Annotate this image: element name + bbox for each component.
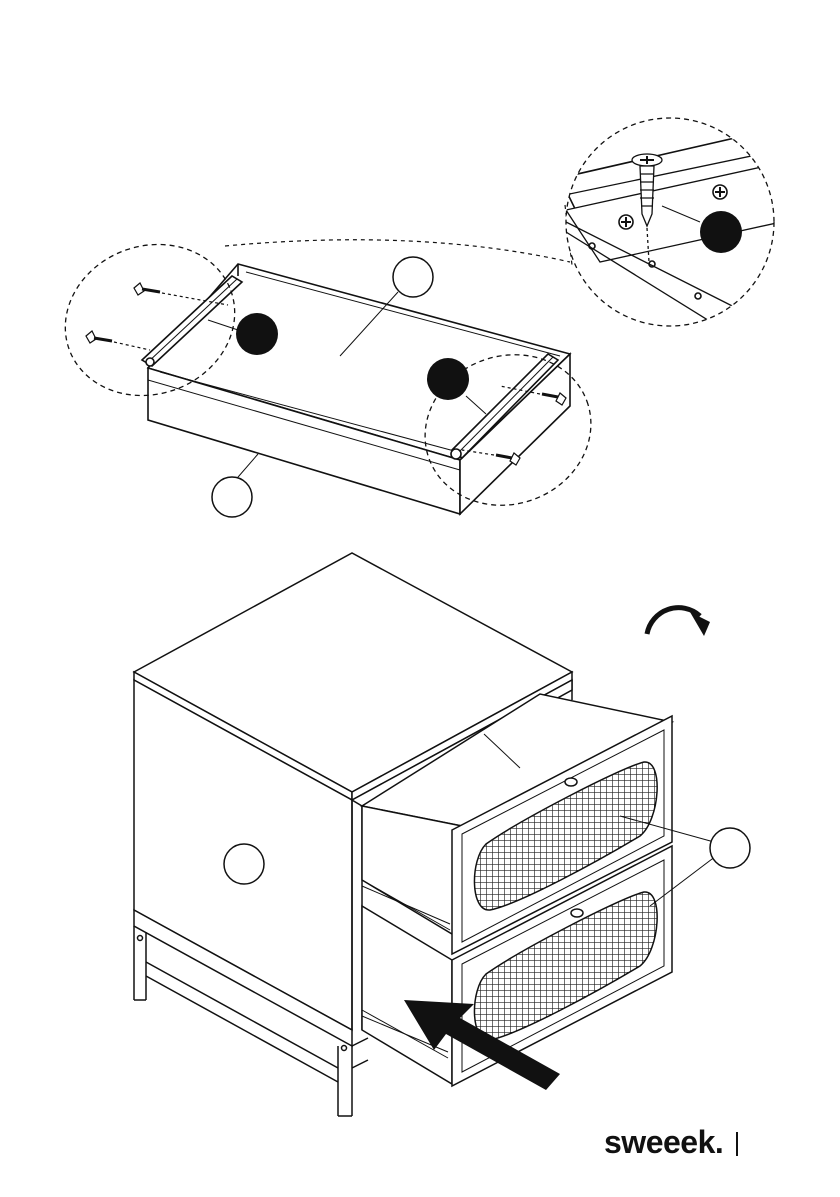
zoom-detail <box>560 110 790 340</box>
callout-number <box>710 828 750 868</box>
brand-logo: sweeek. <box>604 1124 723 1161</box>
drawer-knob-icon <box>571 909 583 917</box>
page-divider <box>736 1132 738 1156</box>
screw-icon <box>86 331 150 350</box>
drawer-assembly-step <box>44 110 790 528</box>
callout-number <box>224 844 264 884</box>
part-badge <box>700 211 742 253</box>
callout-number <box>212 477 252 517</box>
callout-number <box>393 257 433 297</box>
rotate-clockwise-icon <box>647 608 710 636</box>
drawer-knob-icon <box>565 778 577 786</box>
zoom-guide-line <box>225 240 570 262</box>
part-badge <box>236 313 278 355</box>
part-badge <box>427 358 469 400</box>
